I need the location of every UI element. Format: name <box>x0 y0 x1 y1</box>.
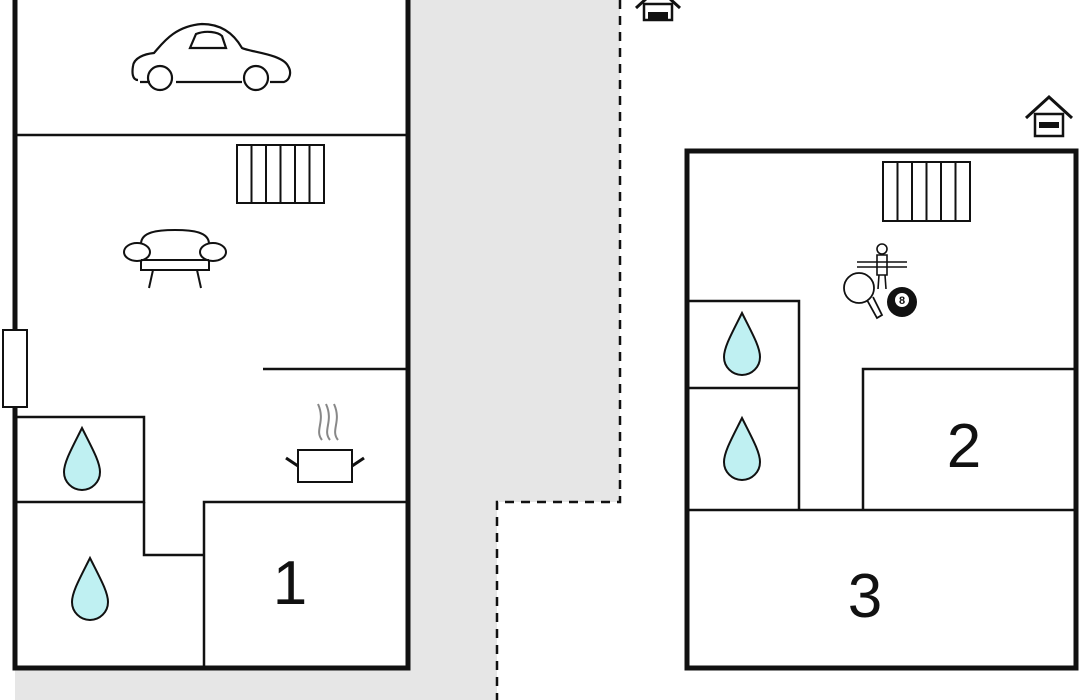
right-building-outer-wall <box>684 148 1079 671</box>
wall <box>202 500 408 668</box>
window <box>2 329 28 408</box>
sofa-icon <box>123 228 227 289</box>
room-number-2: 2 <box>947 412 981 481</box>
ping-pong-paddle-icon <box>843 272 884 320</box>
house-entrance-icon <box>1024 94 1074 138</box>
room-number-3: 3 <box>848 562 882 631</box>
wall <box>689 299 801 510</box>
right-building <box>684 148 1079 671</box>
water-drop-icon <box>722 415 762 481</box>
left-building-outer-wall <box>12 0 411 671</box>
radiator-icon <box>882 161 971 222</box>
cooking-pot-icon <box>285 403 365 483</box>
wall <box>861 367 1076 510</box>
water-drop-icon <box>62 425 102 491</box>
wall <box>15 415 146 504</box>
billiard-ball-number: 8 <box>899 295 905 307</box>
car-icon <box>131 22 292 92</box>
water-drop-icon <box>722 310 762 376</box>
house-entrance-icon <box>634 0 682 22</box>
outdoor-path <box>15 0 622 700</box>
property-boundary-dashed <box>495 0 622 700</box>
billiard-ball-icon: 8 <box>887 287 917 317</box>
left-building <box>2 0 411 671</box>
radiator-icon <box>236 144 325 204</box>
room-number-1: 1 <box>273 549 307 618</box>
water-drop-icon <box>70 555 110 621</box>
wall <box>142 502 204 557</box>
table-football-icon <box>857 243 907 290</box>
